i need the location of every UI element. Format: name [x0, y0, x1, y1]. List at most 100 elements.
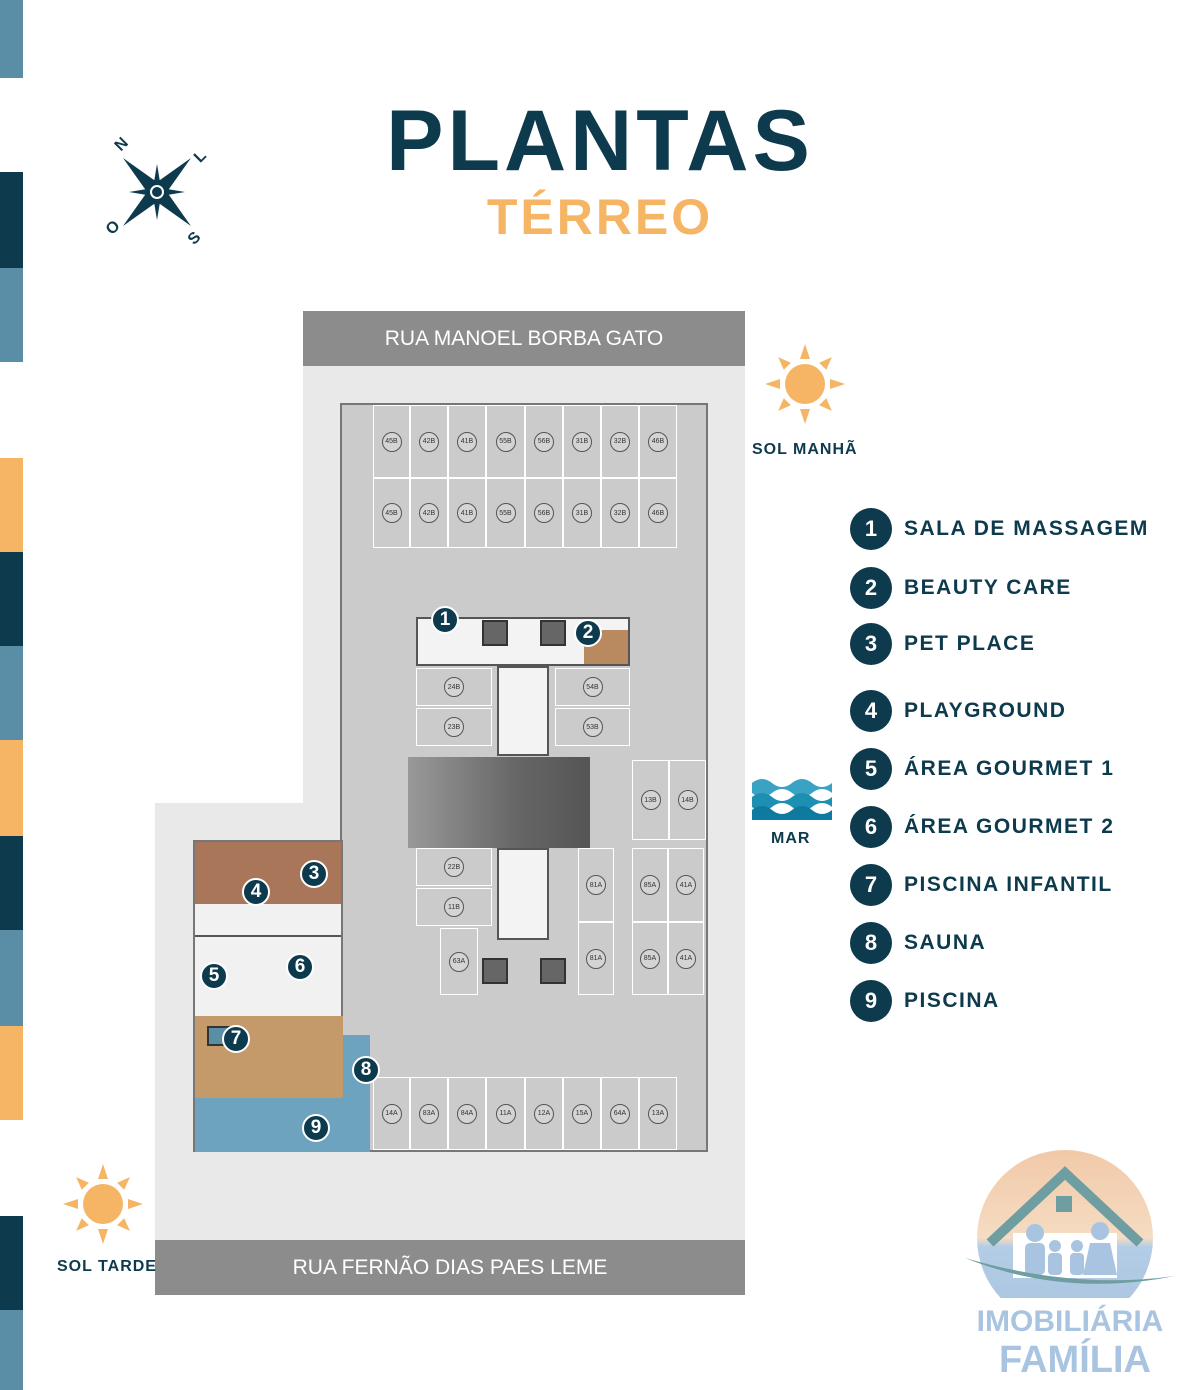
- plan-marker-6: 6: [286, 953, 314, 981]
- waves-icon: [752, 779, 832, 820]
- parking-spot: 84A: [448, 1077, 486, 1150]
- parking-spot: 14A: [373, 1077, 410, 1150]
- parking-spot: 46B: [639, 478, 677, 548]
- parking-spot: 13B: [632, 760, 669, 840]
- company-logo: IMOBILIÁRIA FAMÍLIA: [965, 1148, 1175, 1381]
- decor-strip: [0, 646, 23, 740]
- decor-strip: [0, 740, 23, 836]
- parking-spot-label: 85A: [640, 948, 660, 969]
- sun-morning-label: SOL MANHÃ: [752, 441, 858, 458]
- legend-number: 7: [850, 864, 892, 906]
- parking-spot-label: 56B: [534, 503, 554, 523]
- parking-spot-label: 23B: [444, 717, 464, 737]
- parking-spot: 85A: [632, 922, 668, 995]
- legend-number: 1: [850, 508, 892, 550]
- parking-spot: 46B: [639, 405, 677, 478]
- decor-strip: [0, 458, 23, 552]
- parking-spot-label: 42B: [419, 503, 439, 523]
- legend-number: 8: [850, 922, 892, 964]
- legend-number: 2: [850, 567, 892, 609]
- parking-spot-label: 15A: [572, 1103, 592, 1124]
- decor-strip: [0, 1310, 23, 1390]
- ramp: [408, 757, 590, 848]
- legend-label: SAUNA: [904, 931, 987, 954]
- legend-item: 8 SAUNA: [850, 922, 986, 964]
- parking-spot: 83A: [410, 1077, 448, 1150]
- parking-spot: 12A: [525, 1077, 563, 1150]
- parking-spot-label: 54B: [582, 677, 603, 697]
- parking-spot-label: 41B: [457, 503, 477, 523]
- parking-spot-label: 41A: [676, 875, 696, 895]
- legend-label: PISCINA INFANTIL: [904, 873, 1113, 896]
- plan-marker-9: 9: [302, 1114, 330, 1142]
- parking-spot-label: 14B: [677, 790, 698, 810]
- legend-label: SALA DE MASSAGEM: [904, 517, 1149, 540]
- parking-spot-label: 22B: [444, 857, 464, 877]
- parking-spot-label: 53B: [582, 717, 603, 737]
- parking-spot: 41B: [448, 405, 486, 478]
- parking-spot-label: 84A: [457, 1103, 477, 1124]
- sun-afternoon-label: SOL TARDE: [57, 1258, 157, 1275]
- plan-marker-4: 4: [242, 878, 270, 906]
- plan-marker-2: 2: [574, 619, 602, 647]
- plan-marker-5: 5: [200, 962, 228, 990]
- legend-number: 6: [850, 806, 892, 848]
- parking-spot-label: 13A: [648, 1103, 668, 1124]
- parking-spot-label: 42B: [419, 431, 439, 452]
- page-subtitle: TÉRREO: [486, 189, 714, 245]
- street-top: RUA MANOEL BORBA GATO: [303, 311, 745, 366]
- decor-strip: [0, 0, 23, 78]
- legend-label: ÁREA GOURMET 2: [904, 815, 1115, 838]
- parking-spot: 81A: [578, 848, 614, 922]
- parking-spot-label: 31B: [572, 431, 592, 452]
- parking-spot-label: 81A: [586, 875, 606, 895]
- parking-spot-label: 24B: [444, 677, 464, 697]
- legend-number: 5: [850, 748, 892, 790]
- logo-line-2: FAMÍLIA: [999, 1339, 1151, 1381]
- legend-item: 7 PISCINA INFANTIL: [850, 864, 1113, 906]
- parking-spot-label: 41A: [676, 948, 696, 969]
- legend-number: 9: [850, 980, 892, 1022]
- legend-item: 9 PISCINA: [850, 980, 1000, 1022]
- parking-spot-label: 55B: [495, 503, 516, 523]
- decor-strip: [0, 552, 23, 646]
- elevator: [482, 958, 508, 984]
- sun-icon: [63, 1164, 143, 1244]
- legend-label: PLAYGROUND: [904, 699, 1067, 722]
- legend-label: PET PLACE: [904, 632, 1036, 655]
- legend-item: 1 SALA DE MASSAGEM: [850, 508, 1149, 550]
- parking-spot: 11A: [486, 1077, 525, 1150]
- plan-marker-1: 1: [431, 606, 459, 634]
- parking-spot-label: 45B: [381, 503, 402, 523]
- decor-strip: [0, 172, 23, 268]
- elevator: [540, 958, 566, 984]
- plan-marker-8: 8: [352, 1056, 380, 1084]
- parking-spot: 53B: [555, 708, 630, 746]
- elevator: [482, 620, 508, 646]
- decor-strip: [0, 1026, 23, 1120]
- compass-rose-icon: N L O S: [103, 135, 210, 248]
- parking-spot-label: 83A: [419, 1103, 439, 1124]
- plan-marker-3: 3: [300, 860, 328, 888]
- legend-label: PISCINA: [904, 989, 1000, 1012]
- parking-spot-label: 41B: [457, 431, 477, 452]
- pool-area: [195, 1098, 370, 1152]
- elevator: [540, 620, 566, 646]
- parking-spot: 31B: [563, 478, 601, 548]
- parking-spot-label: 32B: [610, 503, 630, 523]
- decor-strip: [0, 836, 23, 930]
- parking-spot-label: 64A: [610, 1103, 630, 1124]
- parking-spot: 41A: [668, 848, 704, 922]
- stairs: [497, 848, 549, 940]
- parking-spot: 45B: [373, 478, 410, 548]
- parking-spot-label: 81A: [586, 948, 606, 969]
- parking-spot: 42B: [410, 478, 448, 548]
- parking-spot: 54B: [555, 668, 630, 706]
- legend-label: BEAUTY CARE: [904, 576, 1072, 599]
- parking-spot: 14B: [669, 760, 706, 840]
- parking-spot: 41B: [448, 478, 486, 548]
- parking-spot-label: 12A: [534, 1103, 554, 1124]
- parking-spot-label: 14A: [381, 1103, 402, 1124]
